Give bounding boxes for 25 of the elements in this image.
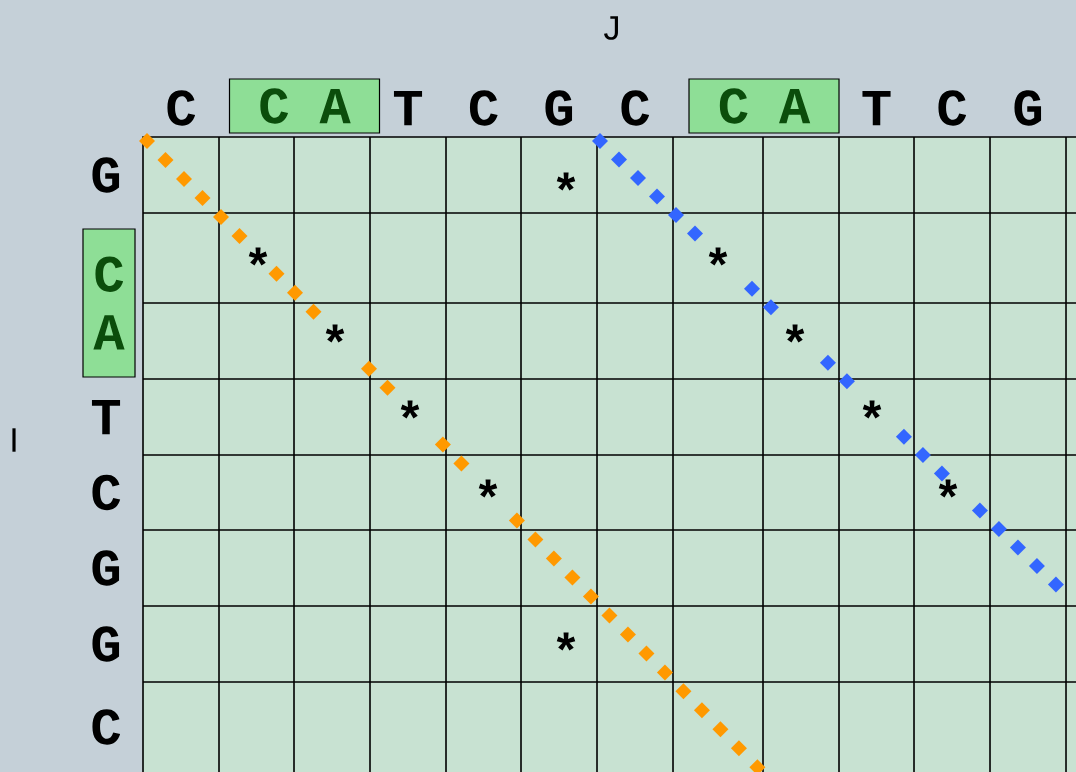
match-asterisk: * <box>248 247 268 266</box>
highlight-box: C A <box>228 78 381 134</box>
sequence-letter: C <box>92 474 121 511</box>
axis-label: J <box>604 16 618 40</box>
match-asterisk: * <box>556 632 576 651</box>
match-asterisk: * <box>478 479 498 498</box>
sequence-letter: G <box>1014 90 1042 126</box>
match-asterisk: * <box>708 247 728 266</box>
sequence-letter: C <box>469 90 498 126</box>
sequence-letter: C <box>938 90 967 126</box>
match-asterisk: * <box>556 172 576 191</box>
sequence-letter: C <box>92 709 121 745</box>
match-asterisk: * <box>325 324 345 343</box>
match-asterisk: * <box>938 479 958 498</box>
sequence-letter: G <box>92 626 120 662</box>
highlight-box: C A <box>688 78 840 134</box>
match-asterisk: * <box>400 400 420 419</box>
axis-label: I <box>12 428 16 452</box>
sequence-letter: C <box>167 90 196 126</box>
sequence-letter: G <box>92 550 120 586</box>
sequence-letter: G <box>545 90 573 126</box>
match-asterisk: * <box>862 400 882 419</box>
match-asterisk: * <box>785 324 805 343</box>
sequence-letter: G <box>92 157 120 193</box>
highlight-box: C A <box>82 228 136 378</box>
